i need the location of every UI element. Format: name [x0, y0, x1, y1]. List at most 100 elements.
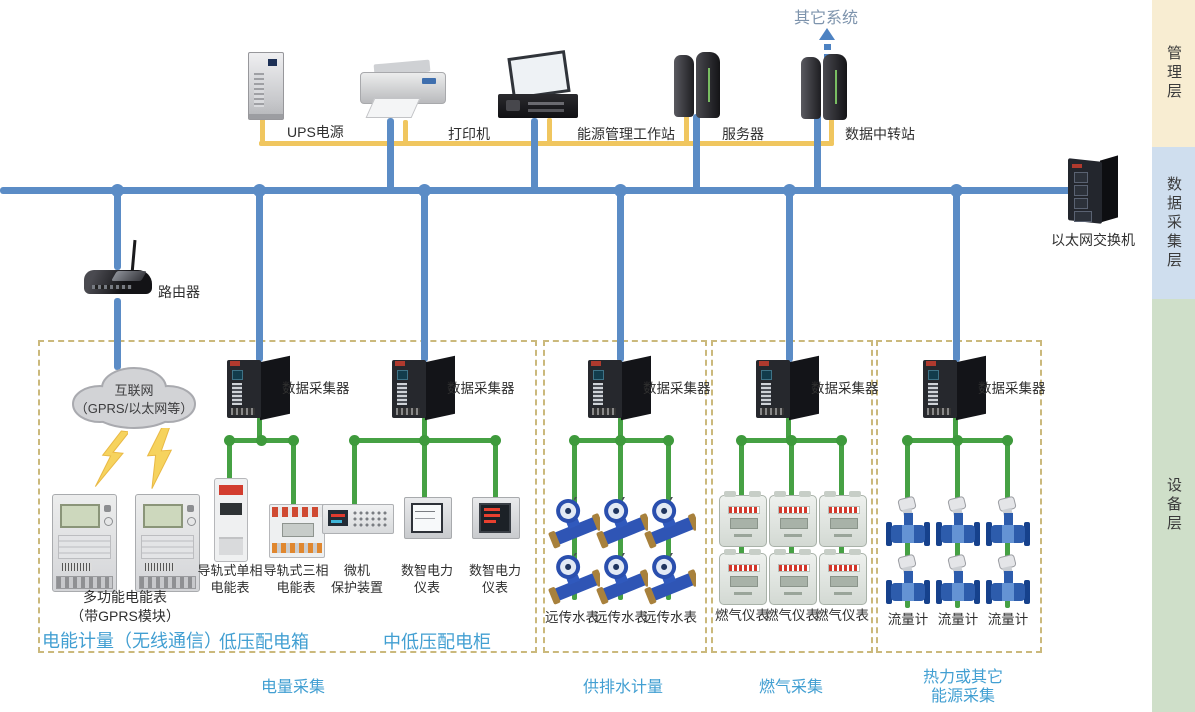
gas-meter-icon — [769, 549, 817, 605]
field-junction-dot — [1002, 435, 1013, 446]
din-three-phase-meter-icon — [269, 504, 325, 558]
energy-meter-label: 多功能电能表 （带GPRS模块） — [70, 589, 180, 624]
gas-meter-label: 燃气仪表 — [765, 608, 819, 623]
printer-label: 打印机 — [448, 126, 490, 142]
workstation-net-stub — [530, 118, 538, 190]
energy-meter-icon — [52, 494, 117, 592]
data-collector-label: 数据采集器 — [811, 381, 879, 396]
field-drop — [352, 438, 357, 508]
switch-label: 以太网交换机 — [1051, 232, 1135, 248]
category-label-heat: 热力或其它 能源采集 — [922, 669, 1003, 705]
flow-meter-label: 流量计 — [937, 612, 979, 627]
water-meter-icon — [596, 497, 648, 549]
water-meter-icon — [548, 497, 600, 549]
field-drop — [227, 438, 232, 500]
flow-meter-icon — [886, 496, 930, 546]
bus-junction-dot — [110, 184, 124, 197]
cloud-icon — [72, 367, 196, 429]
gas-meter-label: 燃气仪表 — [715, 608, 769, 623]
router-drop-line — [113, 190, 121, 270]
collector1-field-stub — [257, 417, 262, 442]
group-box-water — [543, 340, 707, 653]
device-label: 导轨式三相电能表 — [263, 563, 329, 595]
workstation-icon — [498, 50, 578, 120]
din-single-phase-meter-icon — [214, 478, 248, 562]
field-junction-dot — [288, 435, 299, 446]
router-cloud-line — [113, 298, 121, 370]
device-label: 数智电力仪表 — [400, 563, 453, 595]
water-meter-label: 远传水表 — [545, 610, 599, 625]
server-power-stub — [683, 114, 689, 143]
layer-band-data-collection: 数据采集层 — [1152, 147, 1195, 299]
workstation-label: 能源管理工作站 — [577, 126, 675, 142]
field-junction-dot — [615, 435, 626, 446]
printer-net-stub — [386, 118, 394, 190]
flow-meter-icon — [986, 554, 1030, 604]
bus-junction-dot — [252, 184, 266, 197]
device-label: 数智电力仪表 — [468, 563, 521, 595]
lightning-icon — [146, 428, 173, 489]
gas-meter-icon — [819, 549, 867, 605]
up-arrow-icon — [819, 28, 835, 40]
bus-junction-dot — [417, 184, 431, 197]
field-junction-dot — [836, 435, 847, 446]
collector2-field-stub — [422, 417, 427, 442]
water-meter-icon — [644, 497, 696, 549]
relay-net-stub — [813, 114, 821, 190]
server-label: 服务器 — [722, 126, 764, 142]
collector5-drop-line — [952, 190, 960, 362]
data-collector-icon — [588, 355, 652, 421]
ups-power-stub — [259, 116, 265, 143]
gas-meter-label: 燃气仪表 — [815, 608, 869, 623]
protection-device-icon — [322, 504, 394, 534]
bus-junction-dot — [949, 184, 963, 197]
ups-tower-icon — [248, 52, 284, 120]
field-junction-dot — [224, 435, 235, 446]
flow-meter-icon — [986, 496, 1030, 546]
flow-meter-icon — [886, 554, 930, 604]
printer-power-stub — [402, 120, 408, 143]
lightning-icon — [94, 430, 128, 487]
collector3-drop-line — [616, 190, 624, 362]
cloud-label-line1: 互联网 — [114, 383, 154, 398]
flow-meter-icon — [936, 496, 980, 546]
category-label-water: 供排水计量 — [582, 679, 663, 696]
flow-meter-label: 流量计 — [987, 612, 1029, 627]
bus-junction-dot — [613, 184, 627, 197]
server-icon — [672, 52, 724, 118]
collector2-drop-line — [420, 190, 428, 362]
energy-meter-icon — [135, 494, 200, 592]
internet-cloud: 互联网 （GPRS/以太网等） — [60, 360, 208, 434]
data-collector-label: 数据采集器 — [978, 381, 1046, 396]
cloud-label-line2: （GPRS/以太网等） — [74, 401, 194, 416]
other-system-label: 其它系统 — [794, 10, 859, 27]
device-label: 微机保护装置 — [330, 563, 383, 595]
gas-meter-icon — [719, 491, 767, 547]
water-meter-icon — [644, 553, 696, 605]
bus-junction-dot — [782, 184, 796, 197]
field-junction-dot — [952, 435, 963, 446]
device-label: 导轨式单相电能表 — [197, 563, 263, 595]
water-meter-icon — [548, 553, 600, 605]
field-junction-dot — [419, 435, 430, 446]
data-collector-label: 数据采集器 — [643, 381, 711, 396]
layer-band-device: 设备层 — [1152, 299, 1195, 712]
printer-icon — [360, 59, 446, 120]
data-collector-label: 数据采集器 — [447, 381, 515, 396]
category-label-gas: 燃气采集 — [758, 679, 823, 696]
zone-label-wireless-metering: 电能计量（无线通信） — [42, 631, 222, 651]
collector5-field-stub — [953, 417, 958, 442]
ethernet-bus-line — [0, 187, 1072, 194]
layer-label-data-collection: 数据采集层 — [1165, 175, 1182, 271]
data-collector-icon — [392, 355, 456, 421]
router-label: 路由器 — [158, 284, 200, 300]
field-junction-dot — [902, 435, 913, 446]
up-arrow-dash — [824, 44, 831, 50]
field-junction-dot — [256, 435, 267, 446]
group-box-electric — [38, 340, 537, 653]
collector4-drop-line — [785, 190, 793, 362]
gas-meter-icon — [769, 491, 817, 547]
field-junction-dot — [786, 435, 797, 446]
relay-power-stub — [828, 114, 834, 143]
field-junction-dot — [569, 435, 580, 446]
